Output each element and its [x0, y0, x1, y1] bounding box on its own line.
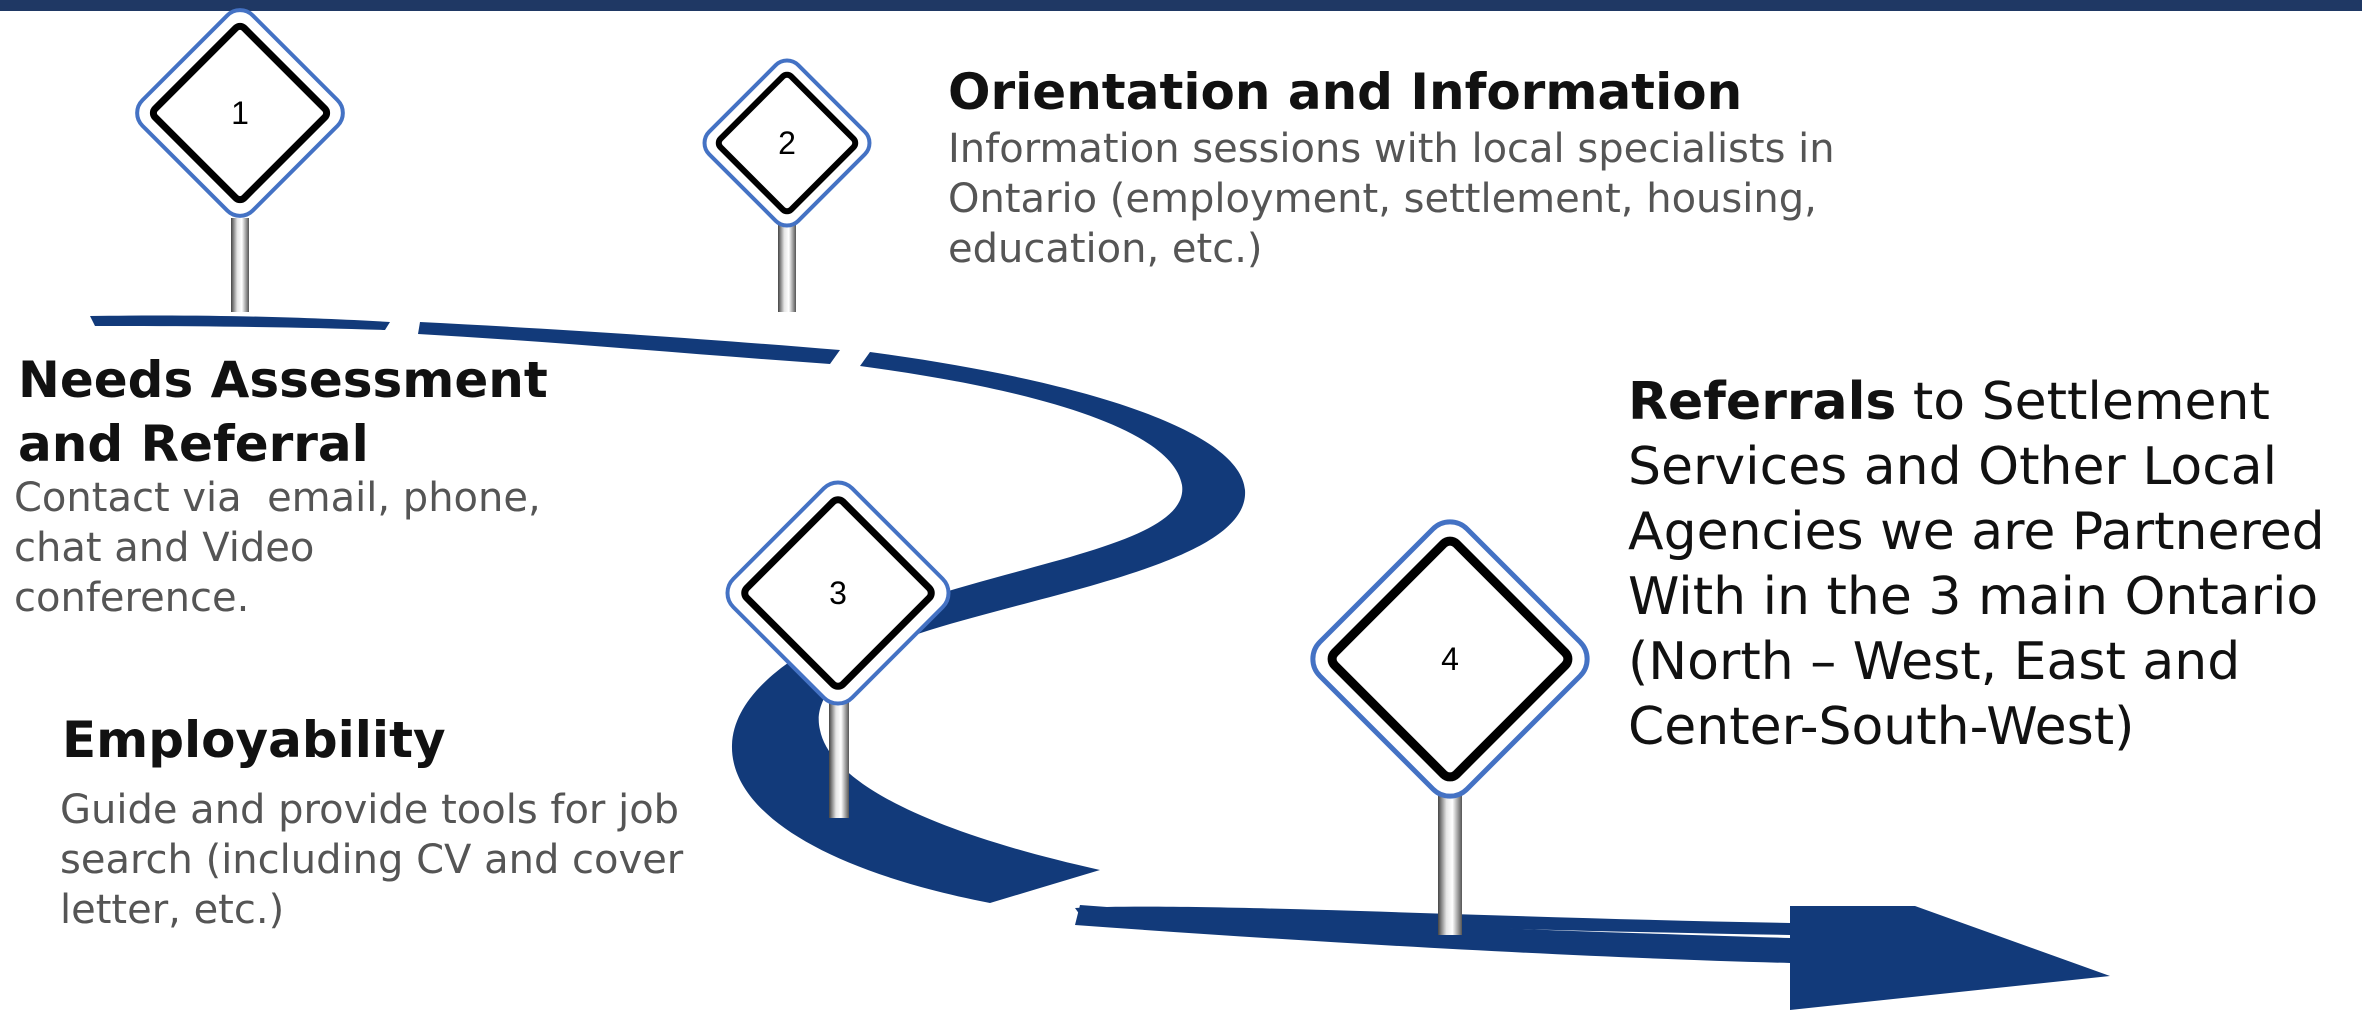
referrals-line-3: Agencies we are Partnered — [1628, 502, 2325, 562]
sign-3-inner — [741, 496, 935, 690]
employability-description: Guide and provide tools for job search (… — [60, 785, 683, 935]
sign-3: 3 — [725, 480, 951, 818]
referrals-line-2: Services and Other Local — [1628, 437, 2278, 497]
needs-line-3: conference. — [14, 575, 250, 621]
orientation-description: Information sessions with local speciali… — [948, 124, 1835, 274]
sign-1-number: 1 — [231, 95, 249, 131]
sign-1-pole — [231, 218, 249, 312]
orientation-line-2: Ontario (employment, settlement, housing… — [948, 176, 1817, 222]
referrals-line-6: Center-South-West) — [1628, 697, 2135, 757]
road — [90, 315, 2110, 1010]
needs-title-line-2: and Referral — [18, 415, 369, 473]
employability-title: Employability — [62, 711, 446, 769]
top-bar — [0, 0, 2362, 11]
sign-4: 4 — [1310, 519, 1590, 935]
sign-2-number: 2 — [778, 125, 796, 161]
sign-2-pole — [778, 220, 796, 312]
road-arrow-rise — [1075, 906, 1790, 935]
needs-line-2: chat and Video — [14, 525, 315, 571]
road-segment-2 — [418, 322, 840, 364]
road-segment-1 — [90, 315, 390, 330]
sign-4-pole — [1438, 795, 1462, 935]
referrals-description: Referrals to Settlement Services and Oth… — [1628, 370, 2325, 760]
sign-4-number: 4 — [1441, 641, 1459, 677]
needs-line-1: Contact via email, phone, — [14, 475, 541, 521]
sign-2-inner — [715, 71, 859, 215]
referrals-line-4: With in the 3 main Ontario — [1628, 567, 2319, 627]
sign-1: 1 — [135, 8, 345, 312]
orientation-title: Orientation and Information — [948, 63, 1743, 121]
referrals-title: Referrals — [1628, 372, 1897, 432]
needs-assessment-description: Contact via email, phone, chat and Video… — [14, 473, 541, 623]
employ-line-3: letter, etc.) — [60, 887, 285, 933]
sign-1-inner — [149, 22, 331, 204]
referrals-line-5: (North – West, East and — [1628, 632, 2241, 692]
orientation-line-3: education, etc.) — [948, 226, 1263, 272]
needs-title-line-1: Needs Assessment — [18, 351, 548, 409]
sign-2: 2 — [702, 58, 872, 312]
referrals-line-1-rest: to Settlement — [1896, 372, 2270, 432]
employ-line-1: Guide and provide tools for job — [60, 787, 680, 833]
sign-3-number: 3 — [829, 575, 847, 611]
road-arrow-head — [1790, 906, 2110, 1010]
sign-3-pole — [829, 700, 849, 818]
orientation-line-1: Information sessions with local speciali… — [948, 126, 1835, 172]
needs-assessment-title: Needs Assessment and Referral — [18, 348, 548, 476]
employ-line-2: search (including CV and cover — [60, 837, 684, 883]
sign-4-inner — [1327, 536, 1573, 782]
